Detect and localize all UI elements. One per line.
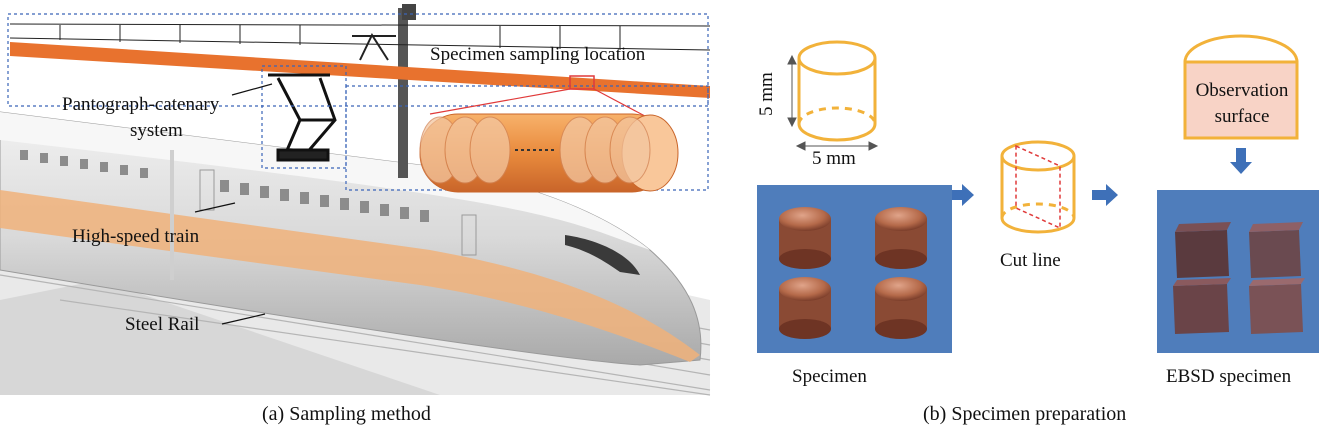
catenary-pole	[398, 8, 408, 178]
ebsd-specimen-photo	[1157, 190, 1319, 353]
catenary-wires	[9, 23, 711, 51]
pantograph-leader	[231, 83, 273, 96]
label-cut-line: Cut line	[1000, 250, 1061, 271]
label-width-dim: 5 mm	[812, 148, 856, 169]
contact-wire	[10, 42, 710, 98]
flow-arrows	[948, 148, 1252, 206]
train-leader	[194, 202, 236, 213]
cut-plane	[1015, 144, 1061, 230]
sampling-illustration	[0, 4, 711, 396]
train-windows	[20, 150, 429, 222]
cylinder-observation	[1183, 34, 1299, 140]
label-pantograph-line1: Pantograph-catenary	[62, 94, 220, 115]
sampling-marker	[569, 75, 595, 90]
highlight-frames	[7, 13, 709, 191]
label-sampling-location: Specimen sampling location	[430, 44, 646, 65]
train-door	[199, 169, 215, 211]
label-specimen: Specimen	[792, 366, 867, 387]
ebsd-block	[1175, 222, 1231, 278]
copper-cylinder	[779, 277, 831, 339]
train-door	[461, 214, 477, 256]
train-stripe	[0, 190, 700, 362]
specimen-photo	[757, 185, 952, 353]
copper-cylinder	[875, 207, 927, 269]
copper-cylinder	[779, 207, 831, 269]
ebsd-block	[1249, 222, 1303, 278]
dimension-lines	[787, 54, 879, 151]
label-train: High-speed train	[72, 226, 200, 247]
cylinder-cut	[1000, 140, 1076, 234]
pantograph	[268, 73, 337, 162]
label-height-dim: 5 mm	[756, 72, 777, 116]
label-observation-line1: Observation	[1195, 80, 1289, 101]
ebsd-block	[1249, 278, 1305, 334]
caption-a: (a) Sampling method	[262, 403, 431, 425]
copper-cylinder	[875, 277, 927, 339]
label-rail: Steel Rail	[125, 314, 200, 335]
label-observation-line2: surface	[1214, 106, 1270, 127]
label-pantograph-line2: system	[130, 120, 183, 141]
caption-b: (b) Specimen preparation	[923, 403, 1127, 425]
panel-specimen-preparation: 5 mm 5 mm Cut line Observation surface S…	[720, 0, 1320, 432]
panel-sampling-method: Specimen sampling location Pantograph-ca…	[0, 4, 711, 425]
preparation-illustration	[787, 34, 1299, 234]
ebsd-block	[1173, 278, 1231, 334]
rail-leader	[221, 313, 266, 325]
high-speed-train	[0, 111, 702, 366]
cab-window	[565, 235, 640, 275]
cylinder-dimensioned	[797, 40, 877, 142]
label-ebsd: EBSD specimen	[1166, 366, 1292, 387]
wire-cross-section	[419, 113, 679, 193]
